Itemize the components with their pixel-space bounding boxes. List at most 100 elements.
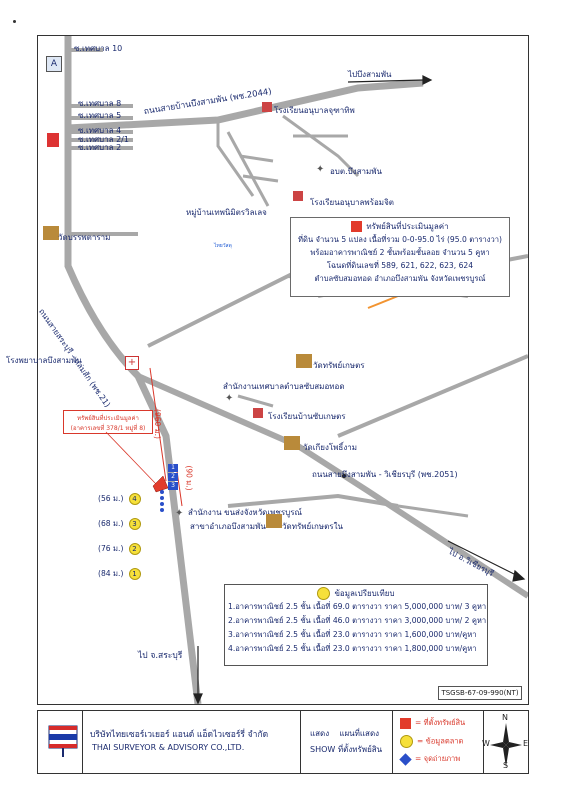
school-1-label: โรงเรียนอนุบาลจุฑาทิพ	[274, 106, 355, 115]
soi-label-2: ซ.เทศบาล 2	[78, 143, 122, 152]
callout-leader	[105, 431, 157, 485]
callout-line-2: (อาคารเลขที่ 378/1 หมู่ที่ 8)	[70, 425, 146, 432]
transport-icon: ✦	[175, 508, 184, 519]
comparable-item-4: (56 ม.) 4	[98, 486, 141, 506]
brand-label: ไทยวัสดุ	[214, 243, 232, 249]
soi-label-10: ซ.เทศบาล 10	[74, 44, 123, 53]
property-line-4: ตำบลซับสมอทอด อำเภอบึงสามพัน จังหวัดเพชร…	[314, 274, 486, 283]
school-3-label: โรงเรียนบ้านซับเกษตร	[268, 412, 346, 421]
village-road-5	[282, 114, 360, 178]
market-comparison-box: ข้อมูลเปรียบเทียบ 1.อาคารพาณิชย์ 2.5 ชั้…	[224, 584, 488, 666]
comparable-4-badge: 4	[128, 493, 141, 505]
arrow-saraburi-head	[193, 693, 203, 704]
show-label-en: SHOW ที่ตั้งทรัพย์สิน	[310, 745, 383, 754]
brand-icon	[47, 133, 59, 147]
footer-panel: บริษัทไทยเซอร์เวเยอร์ แอนด์ แอ็ดไวเซอร์ร…	[37, 710, 529, 774]
temple-3-label: วัดเกียงโพธิ์งาม	[303, 443, 357, 452]
legend-photo: = จุดถ่ายภาพ	[399, 752, 461, 766]
hospital-icon: +	[125, 356, 139, 370]
property-line-2: พร้อมอาคารพาณิชย์ 2 ชั้นพร้อมชั้นลอย จำน…	[310, 248, 490, 257]
footer-divider-3	[392, 711, 393, 773]
compass-icon	[490, 723, 522, 767]
municipality-icon: ✦	[225, 393, 234, 404]
comparable-2-badge: 2	[128, 543, 141, 555]
road-pc21	[64, 36, 202, 704]
legend-property: = ที่ตั้งทรัพย์สิน	[400, 717, 465, 729]
company-name-th: บริษัทไทยเซอร์เวเยอร์ แอนด์ แอ็ดไวเซอร์ร…	[90, 730, 269, 740]
school-2-label: โรงเรียนอนุบาลพร้อมจิต	[310, 198, 394, 207]
temple-1-label: วัดบรรพตาราม	[58, 233, 111, 242]
page-dot	[13, 20, 16, 23]
arrow-wichian	[447, 540, 519, 577]
district-office-label: อบต.บึงสามพัน	[330, 167, 382, 176]
transport-branch-label: สาขาอำเภอบึงสามพัน	[190, 522, 266, 531]
market-circle-icon	[317, 587, 331, 600]
footer-divider-1	[82, 711, 83, 773]
temple-4-label: วัดทรัพย์เกษตรใน	[282, 522, 343, 531]
legend-property-icon	[400, 717, 411, 729]
subject-marker-layer	[105, 431, 169, 493]
temple-1-icon	[43, 226, 59, 240]
market-row-1: 1.อาคารพาณิชย์ 2.5 ชั้น เนื้อที่ 69.0 ตา…	[228, 602, 487, 611]
legend-market-label: ข้อมูลตลาด	[425, 736, 464, 746]
subject-callout: ทรัพย์สินที่ประเมินมูลค่า (อาคารเลขที่ 3…	[63, 410, 153, 434]
temple-2-icon	[296, 354, 312, 368]
district-office-icon: ✦	[316, 164, 325, 175]
village-road-3	[239, 154, 274, 163]
school-1-icon	[262, 102, 272, 112]
footer-divider-2	[300, 711, 301, 773]
temple-2-label: วัดทรัพย์เกษตร	[313, 361, 365, 370]
logo-flag-icon	[48, 725, 78, 757]
soi-label-2-1: ซ.เทศบาล 2/1	[78, 135, 129, 144]
company-logo	[48, 723, 78, 759]
market-box-title: ข้อมูลเปรียบเทียบ	[334, 589, 395, 598]
direction-bueng: ไปบึงสามพัน	[348, 70, 392, 79]
photo-marker-2: 2	[168, 473, 178, 481]
road-label-pc2051: ถนนสายบึงสามพัน - วิเชียรบุรี (พช.2051)	[312, 470, 458, 479]
map-frame: ถนนสายบ้านบึงสามพัน (พช.2044) ถนนสายสระบ…	[6, 35, 529, 705]
distance-label-960: (960 ม.)	[152, 409, 162, 439]
road-sec-4	[337, 354, 528, 438]
legend-photo-icon	[399, 752, 412, 766]
comparables-list: (56 ม.) 4 (68 ม.) 3 (76 ม.) 2 (84 ม.) 1	[98, 486, 141, 581]
arrow-wichian-head	[512, 569, 526, 582]
comparable-item-1: (84 ม.) 1	[98, 561, 141, 581]
compass-rose: N S W E	[482, 713, 528, 771]
comparable-3-dist: (68 ม.)	[98, 519, 124, 528]
comparable-item-3: (68 ม.) 3	[98, 511, 141, 531]
property-line-1: ที่ดิน จำนวน 5 แปลง เนื้อที่รวม 0-0-95.0…	[298, 235, 502, 244]
footer-divider-4	[483, 711, 484, 773]
reference-code: TSGSB-67-09-990(NT)	[438, 686, 522, 700]
comparable-item-2: (76 ม.) 2	[98, 536, 141, 556]
photo-marker-3: 3	[168, 482, 178, 490]
soi-label-8: ซ.เทศบาล 8	[78, 99, 122, 108]
store-icon: A	[46, 56, 62, 72]
legend-market: = ข้อมูลตลาด	[400, 735, 463, 748]
comparable-1-dist: (84 ม.)	[98, 569, 124, 578]
legend-photo-label: จุดถ่ายภาพ	[423, 754, 461, 763]
road-pc2044	[67, 79, 424, 132]
road-sec-6	[397, 504, 469, 518]
soi-label-4: ซ.เทศบาล 4	[78, 126, 122, 135]
arrow-bueng-head	[422, 75, 433, 85]
market-dots	[160, 490, 164, 512]
temple-4-icon	[266, 514, 282, 528]
property-square-icon	[351, 221, 363, 232]
comparable-3-badge: 3	[128, 518, 141, 530]
property-box-title: ทรัพย์สินที่ประเมินมูลค่า	[366, 222, 449, 231]
road-sec-7	[237, 394, 274, 408]
market-row-2: 2.อาคารพาณิชย์ 2.5 ชั้น เนื้อที่ 46.0 ตา…	[228, 616, 487, 625]
temple-3-icon	[284, 436, 300, 450]
compass-n: N	[502, 713, 508, 722]
legend-market-icon	[400, 735, 413, 748]
arrow-bueng	[347, 79, 424, 83]
transport-office-label: สำนักงาน ขนส่งจังหวัดเพชรบูรณ์	[188, 508, 302, 517]
show-label-th: แสดง แผนที่แสดง	[310, 729, 380, 738]
compass-s: S	[503, 761, 509, 770]
school-3-icon	[253, 408, 263, 418]
school-2-icon	[293, 191, 303, 201]
distance-line-960	[149, 367, 167, 482]
distance-label-90: (90 ม.)	[184, 465, 194, 491]
municipality-label: สำนักงานเทศบาลตำบลซับสมอทอด	[223, 382, 345, 391]
callout-line-1: ทรัพย์สินที่ประเมินมูลค่า	[77, 415, 139, 422]
